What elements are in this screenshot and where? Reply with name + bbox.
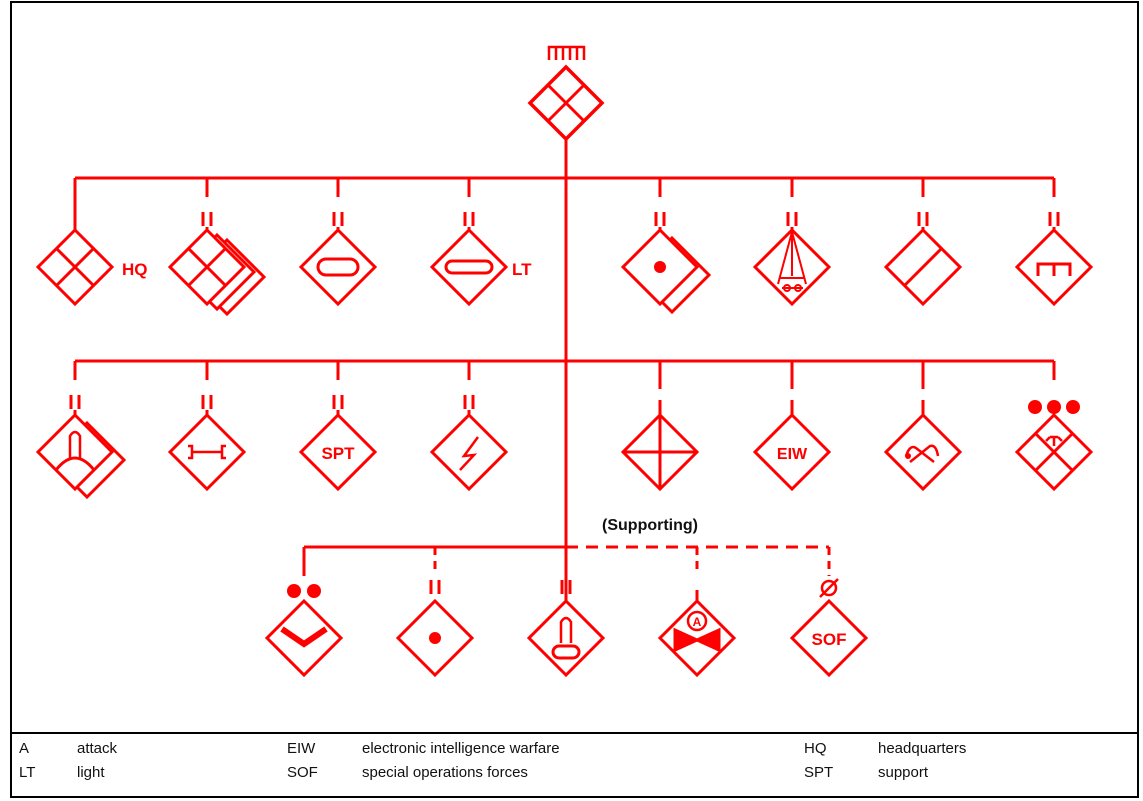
electronic-warfare-battalion-symbol xyxy=(429,395,509,492)
legend-abbr: SPT xyxy=(804,764,834,781)
legend-meaning: special operations forces xyxy=(362,764,528,781)
legend-abbr: A xyxy=(19,740,30,757)
legend-abbr: LT xyxy=(19,764,36,781)
a-label: A xyxy=(693,615,702,629)
echelon-mark xyxy=(463,395,475,409)
air-defense-battalion-symbol xyxy=(35,395,127,500)
maintenance-platoon-symbol xyxy=(1014,400,1094,492)
signal-battalion-symbol xyxy=(167,395,247,492)
abbreviation-legend: A attack LT light EIW electronic intelli… xyxy=(10,732,1139,781)
echelon-mark xyxy=(287,584,321,598)
legend-abbr: HQ xyxy=(804,740,827,757)
echelon-mark xyxy=(786,212,798,226)
anti-tank-battalion-symbol xyxy=(883,212,963,307)
armor-battalion-symbol xyxy=(298,212,378,307)
connector-lines xyxy=(73,139,1056,601)
electronic-intelligence-company-symbol xyxy=(752,412,832,492)
reconnaissance-company-symbol xyxy=(620,412,700,492)
lt-label: LT xyxy=(512,260,532,279)
light-armor-battalion-symbol xyxy=(429,212,509,307)
legend-meaning: electronic intelligence warfare xyxy=(362,740,560,757)
support-battalion-symbol xyxy=(298,395,378,492)
engineer-battalion-symbol xyxy=(1014,212,1094,307)
rocket-artillery-battalion-symbol xyxy=(752,212,832,307)
echelon-mark xyxy=(917,212,929,226)
legend-meaning: headquarters xyxy=(878,740,967,757)
echelon-mark xyxy=(69,395,81,409)
echelon-mark xyxy=(332,212,344,226)
artillery-battalion-symbol xyxy=(620,212,712,315)
aviation-section-symbol xyxy=(264,584,344,678)
supporting-artillery-symbol xyxy=(395,580,475,678)
echelon-mark xyxy=(332,395,344,409)
echelon-mark xyxy=(654,212,666,226)
spt-label: SPT xyxy=(321,444,355,463)
multiple-company-symbol xyxy=(167,212,267,317)
supporting-label: (Supporting) xyxy=(602,517,698,534)
echelon-mark xyxy=(463,212,475,226)
echelon-mark xyxy=(201,395,213,409)
hq-unit-symbol xyxy=(35,227,115,307)
legend-meaning: support xyxy=(878,764,929,781)
eiw-label: EIW xyxy=(777,446,808,463)
attack-helicopter-symbol xyxy=(657,598,737,678)
supporting-air-defense-symbol xyxy=(526,580,606,678)
hq-label: HQ xyxy=(122,260,148,279)
echelon-mark xyxy=(1028,400,1080,414)
echelon-mark xyxy=(1048,212,1060,226)
echelon-mark xyxy=(429,580,441,594)
chemical-company-symbol xyxy=(883,412,963,492)
special-operations-forces-symbol xyxy=(789,578,869,678)
echelon-mark xyxy=(560,580,572,594)
legend-meaning: light xyxy=(77,764,105,781)
legend-abbr: EIW xyxy=(287,740,316,757)
echelon-mark xyxy=(819,578,839,598)
echelon-mark xyxy=(547,45,586,60)
sof-label: SOF xyxy=(812,630,847,649)
legend-abbr: SOF xyxy=(287,764,318,781)
top-unit-symbol xyxy=(527,45,605,142)
echelon-mark xyxy=(201,212,213,226)
legend-meaning: attack xyxy=(77,740,118,757)
